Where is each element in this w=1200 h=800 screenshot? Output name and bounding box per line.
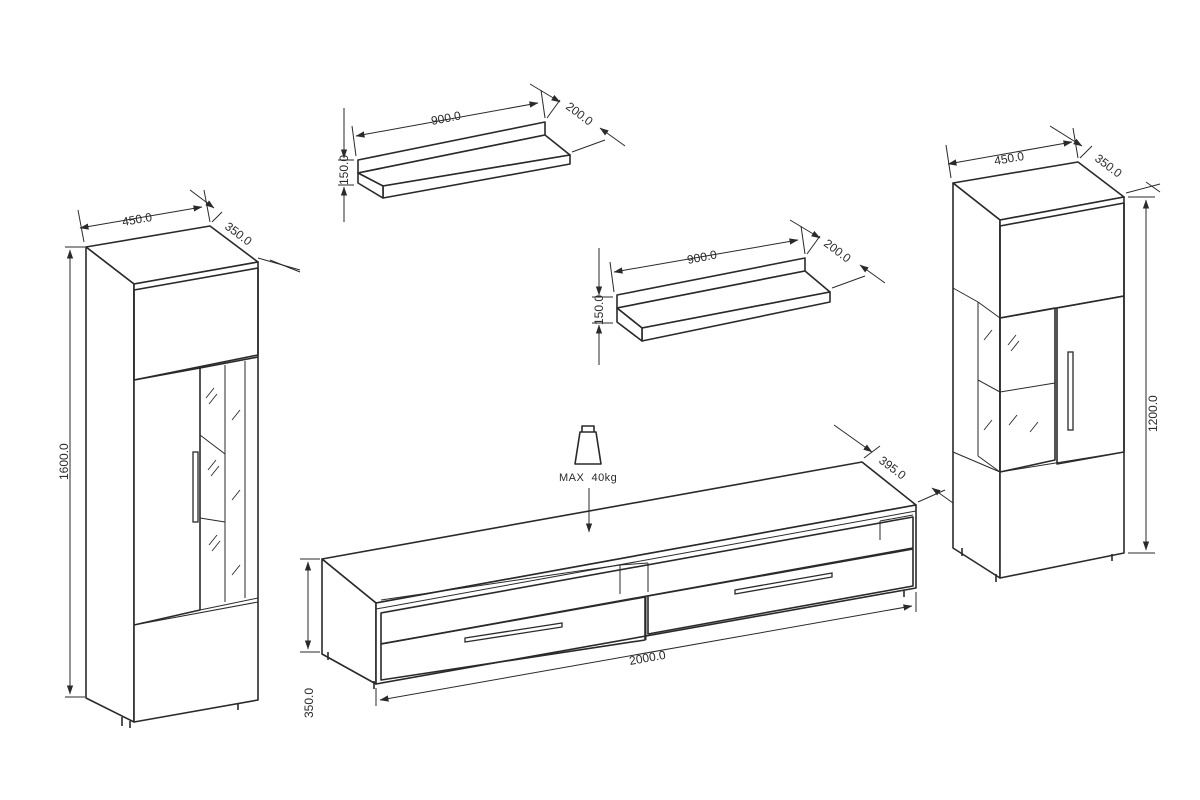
tv-stand: 2000.0 350.0 395.0 MAX 40kg xyxy=(300,424,961,718)
tv-stand-height-label: 350.0 xyxy=(302,688,316,718)
left-tall-cabinet: 450.0 350.0 1600.0 xyxy=(57,189,301,728)
upper-shelf-width-label: 900.0 xyxy=(430,108,462,128)
lower-shelf-height-label: 150.0 xyxy=(592,295,606,325)
upper-shelf-depth-label: 200.0 xyxy=(563,99,596,128)
lower-wall-shelf: 900.0 200.0 150.0 xyxy=(592,219,886,365)
tv-stand-width-label: 2000.0 xyxy=(628,648,667,668)
right-cabinet-width-label: 450.0 xyxy=(993,149,1025,168)
weight-icon xyxy=(574,425,602,465)
left-cabinet-height-label: 1600.0 xyxy=(57,443,71,480)
upper-shelf-height-label: 150.0 xyxy=(337,155,351,185)
right-cabinet: 450.0 350.0 1200.0 xyxy=(945,125,1161,582)
left-cabinet-width-label: 450.0 xyxy=(121,210,153,229)
upper-wall-shelf: 900.0 200.0 150.0 xyxy=(337,83,626,222)
lower-shelf-depth-label: 200.0 xyxy=(821,236,854,265)
max-load-label: MAX 40kg xyxy=(559,472,617,484)
lower-shelf-width-label: 900.0 xyxy=(686,247,718,267)
right-cabinet-height-label: 1200.0 xyxy=(1146,395,1160,432)
